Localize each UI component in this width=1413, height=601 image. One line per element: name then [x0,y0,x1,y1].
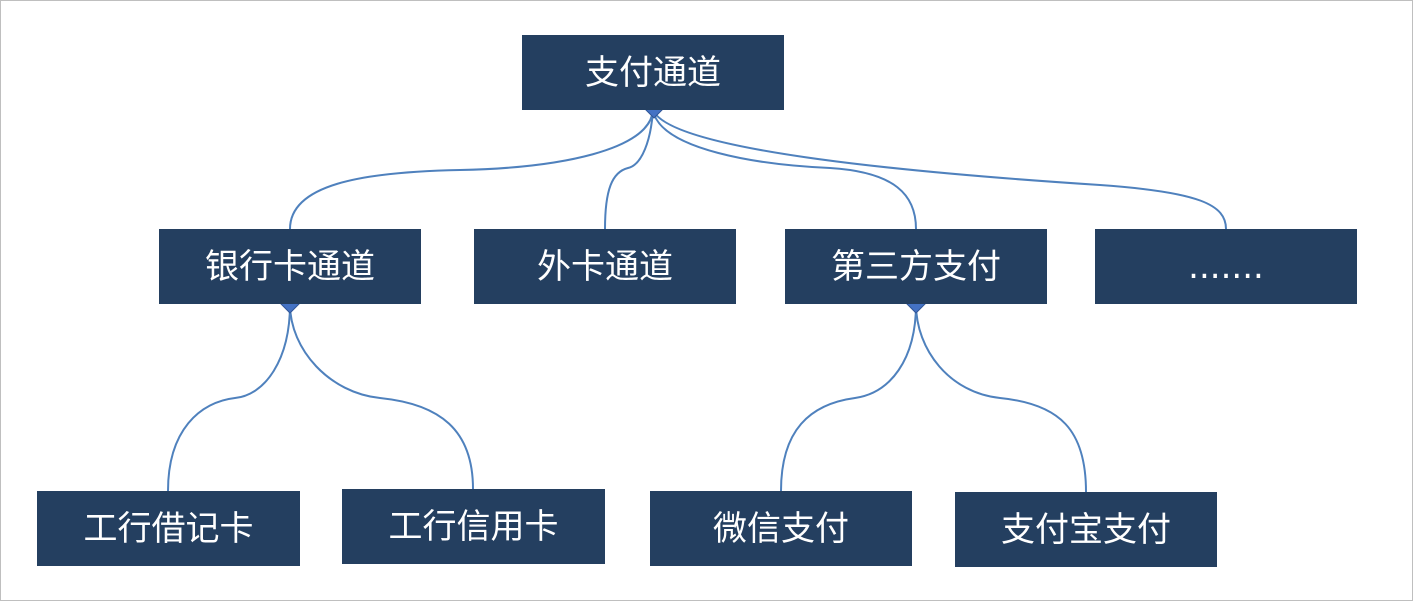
root-node-payment-channel: 支付通道 [522,35,784,110]
node-third-party-payment: 第三方支付 [785,229,1047,304]
node-icbc-debit-card: 工行借记卡 [37,491,300,566]
connector-root-external [604,109,654,230]
connector-bank-icbc-credit [289,303,474,490]
connector-root-more [652,109,1227,230]
connector-root-third-party [652,109,917,230]
node-alipay: 支付宝支付 [955,492,1217,567]
node-label: 支付宝支付 [1001,509,1171,550]
root-node-label: 支付通道 [585,52,721,93]
node-foreign-card-channel: 外卡通道 [474,229,736,304]
node-label: 微信支付 [713,508,849,549]
node-label: 银行卡通道 [205,246,375,287]
node-label: 外卡通道 [537,246,673,287]
node-icbc-credit-card: 工行信用卡 [342,489,605,564]
connector-third-alipay [915,303,1087,493]
node-more: ....... [1095,229,1357,304]
connector-root-bank [289,109,654,230]
node-wechat-pay: 微信支付 [650,491,912,566]
node-label: ....... [1188,246,1264,287]
connector-bank-icbc-debit [167,303,291,492]
node-label: 第三方支付 [831,246,1001,287]
node-bank-card-channel: 银行卡通道 [159,229,421,304]
node-label: 工行信用卡 [388,506,559,547]
node-label: 工行借记卡 [83,508,254,549]
connector-third-wechat [780,303,917,492]
